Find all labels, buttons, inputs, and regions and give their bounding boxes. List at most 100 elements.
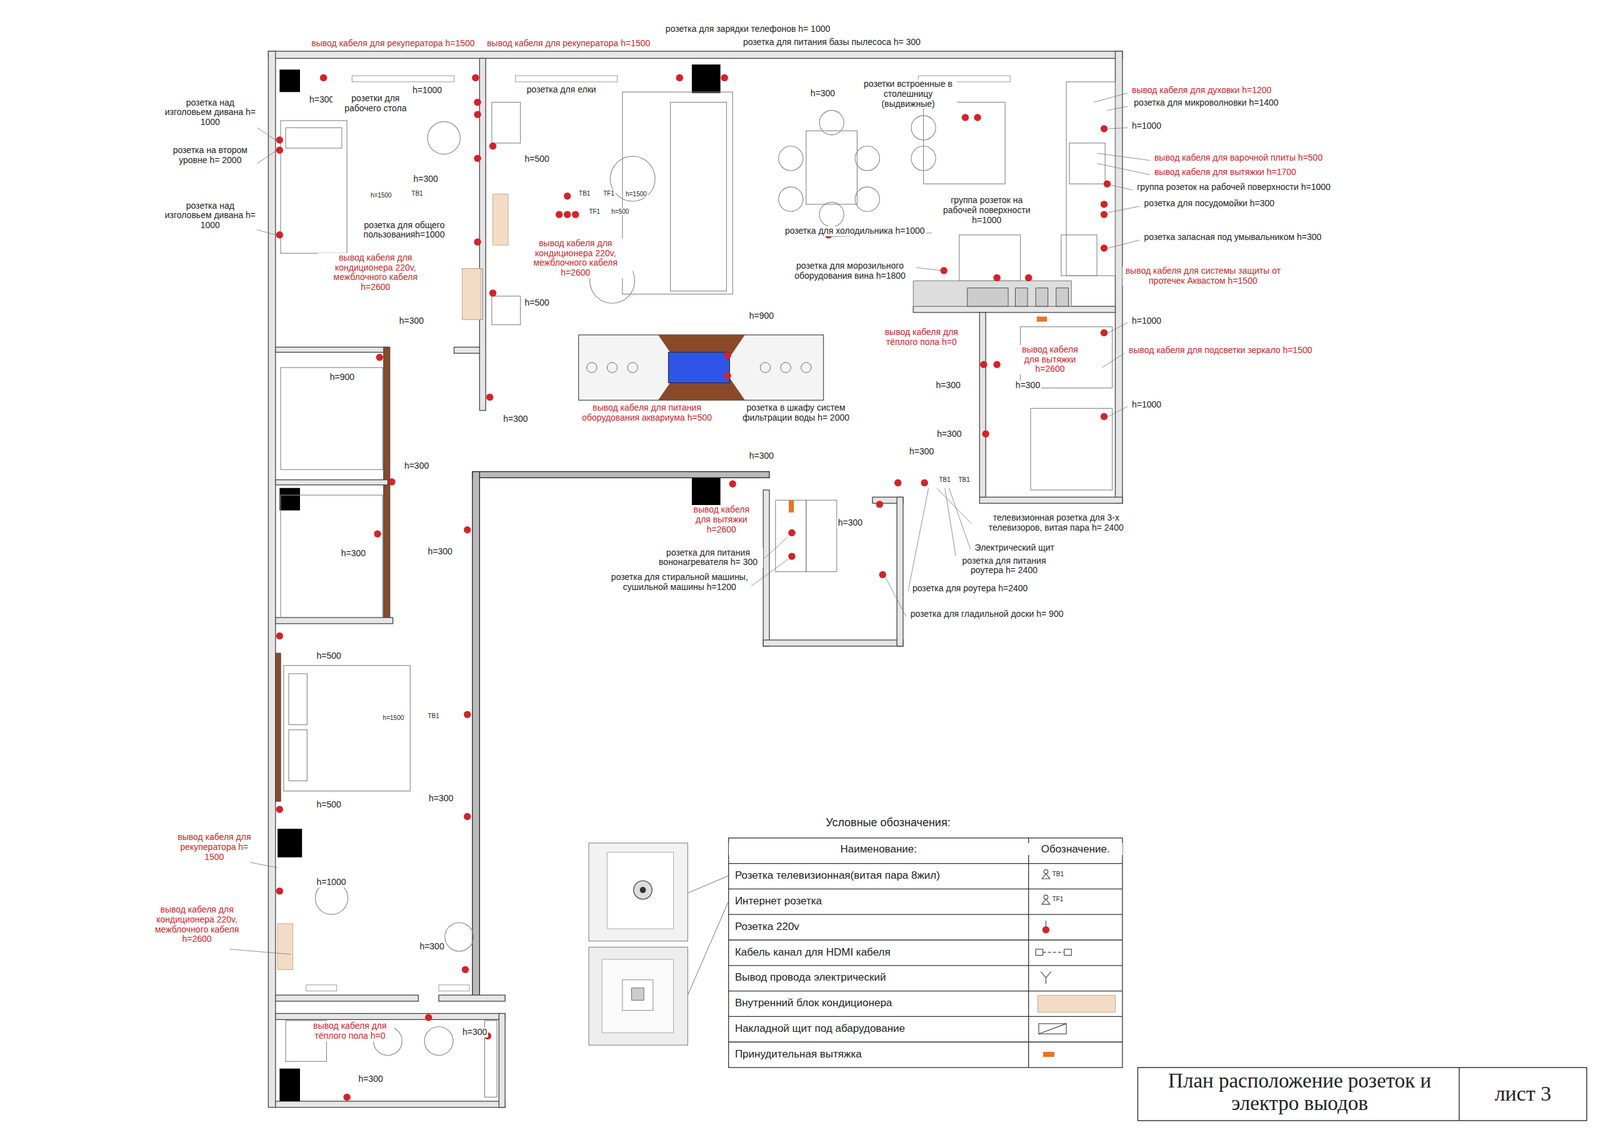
windows xyxy=(438,985,470,992)
plan-label: ТВ1 xyxy=(956,476,971,484)
plan-label: h=900 xyxy=(328,372,356,383)
furniture xyxy=(670,102,727,292)
hatched-equipment xyxy=(1035,288,1049,307)
walls xyxy=(763,640,904,647)
leader-lines xyxy=(229,949,291,955)
legend-text: Принудительная вытяжка xyxy=(733,1048,864,1060)
leader-lines xyxy=(256,151,275,164)
plan-label: ТВ1 xyxy=(410,190,424,197)
furniture xyxy=(1069,143,1105,184)
furniture xyxy=(819,202,844,227)
furniture xyxy=(1030,408,1113,490)
leader-lines xyxy=(1108,406,1128,417)
plan-label: розетки встроенные в столешницу (выдвижн… xyxy=(859,79,958,109)
windows xyxy=(351,75,454,82)
furniture xyxy=(1066,81,1115,276)
legend-photos xyxy=(622,980,654,1011)
aquarium xyxy=(760,362,770,373)
legend-swatch xyxy=(1043,1051,1055,1057)
furniture xyxy=(959,235,1021,281)
legend-symbols xyxy=(1035,949,1043,956)
walls xyxy=(472,471,480,1001)
furniture xyxy=(923,102,1006,185)
extract-fans xyxy=(1036,316,1047,322)
legend-text: Розетка 220v xyxy=(733,920,801,933)
plan-label: розетка для елки xyxy=(525,85,598,95)
socket-marks xyxy=(463,526,471,534)
walls xyxy=(275,346,389,352)
socket-marks xyxy=(993,274,1000,282)
leader-lines xyxy=(945,488,958,565)
plan-label: h=500 xyxy=(610,208,630,215)
plan-label: розетка для микроволновки h=1400 xyxy=(1132,98,1280,109)
plan-label: группа розеток на рабочей поверхности h=… xyxy=(940,195,1034,225)
legend-symbols xyxy=(1041,873,1050,879)
socket-marks xyxy=(276,887,284,895)
plan-label: вывод кабеля для кондиционера 220v, межб… xyxy=(138,905,255,945)
legend-text: Розетка телевизионная(витая пара 8жил) xyxy=(733,869,942,882)
plan-label: вывод кабеля для рекуператора h=1500 xyxy=(310,38,476,49)
furniture xyxy=(424,1026,454,1056)
legend-table xyxy=(728,838,1123,1068)
plan-label: розетки для рабочего стола xyxy=(332,93,419,114)
plan-label: розетка для роутера h=2400 xyxy=(911,583,1029,594)
aquarium xyxy=(586,362,812,373)
conditioner-blocks xyxy=(493,194,509,246)
legend-table xyxy=(687,901,729,995)
socket-marks xyxy=(473,238,481,246)
plan-label: розетка для гладильной доски h= 900 xyxy=(909,609,1065,620)
furniture xyxy=(491,102,521,144)
title-block xyxy=(1137,1067,1587,1121)
plan-label: ТВ1 xyxy=(577,190,592,197)
plan-label: Электрический щит xyxy=(973,543,1056,554)
plan-label: вывод кабеля для питания оборудования ак… xyxy=(577,403,717,423)
legend-text: Накладной щит под абарудование xyxy=(733,1022,907,1035)
socket-marks xyxy=(993,360,1000,368)
socket-marks xyxy=(473,98,481,106)
socket-marks xyxy=(276,231,284,239)
furniture xyxy=(280,495,383,618)
socket-marks xyxy=(463,813,471,820)
walls xyxy=(275,1013,505,1020)
leader-lines xyxy=(1106,106,1128,111)
plan-label: h=300 xyxy=(427,793,455,804)
plan-label: h=1000 xyxy=(1130,400,1163,410)
aquarium xyxy=(780,362,791,373)
plan-label: розетка для питания роутера h= 2400 xyxy=(955,556,1054,576)
legend-text: Вывод провода электрический xyxy=(733,971,888,984)
plan-label: ТВ1 xyxy=(937,476,952,484)
socket-marks xyxy=(676,74,684,82)
socket-marks xyxy=(489,142,497,150)
plan-label: розетка для общего пользованияh=1000 xyxy=(351,220,446,240)
legend-photos xyxy=(631,988,645,1001)
plan-label: розетка над изголовьем дивана h= 1000 xyxy=(163,98,257,128)
plan-label: розетка для зарядки телефонов h= 1000 xyxy=(664,24,832,35)
plan-label: группа розеток на рабочей поверхности h=… xyxy=(1135,182,1332,193)
furniture xyxy=(775,500,807,572)
furniture xyxy=(855,146,880,171)
furniture xyxy=(806,500,837,572)
plan-label: h=300 xyxy=(501,414,529,425)
plan-label: Обозначение. xyxy=(1028,843,1123,855)
sheet-title: План расположение розеток и электро выод… xyxy=(1140,1069,1459,1115)
windows xyxy=(306,985,337,992)
legend-photos xyxy=(588,843,688,942)
socket-marks xyxy=(276,136,284,144)
leader-lines xyxy=(1108,322,1128,333)
legend-photos xyxy=(588,843,688,1045)
plan-label: розетка для холодильника h=1000 xyxy=(783,226,927,237)
legend-table xyxy=(728,863,1123,864)
leader-lines xyxy=(1108,240,1140,249)
plan-label: розетка в шкафу систем фильтрации воды h… xyxy=(735,403,858,423)
plan-label: розетка запасная под умывальником h=300 xyxy=(1143,232,1324,243)
columns xyxy=(277,828,302,858)
walls xyxy=(1115,51,1122,504)
legend-photos xyxy=(606,852,674,929)
walls xyxy=(275,995,419,1002)
walls xyxy=(275,653,281,802)
plan-label: h=300 xyxy=(809,88,837,99)
plan-label: вывод кабеля для духовки h=1200 xyxy=(1130,85,1273,96)
furniture xyxy=(462,268,484,320)
plan-label: ТВ1 xyxy=(1051,870,1065,878)
